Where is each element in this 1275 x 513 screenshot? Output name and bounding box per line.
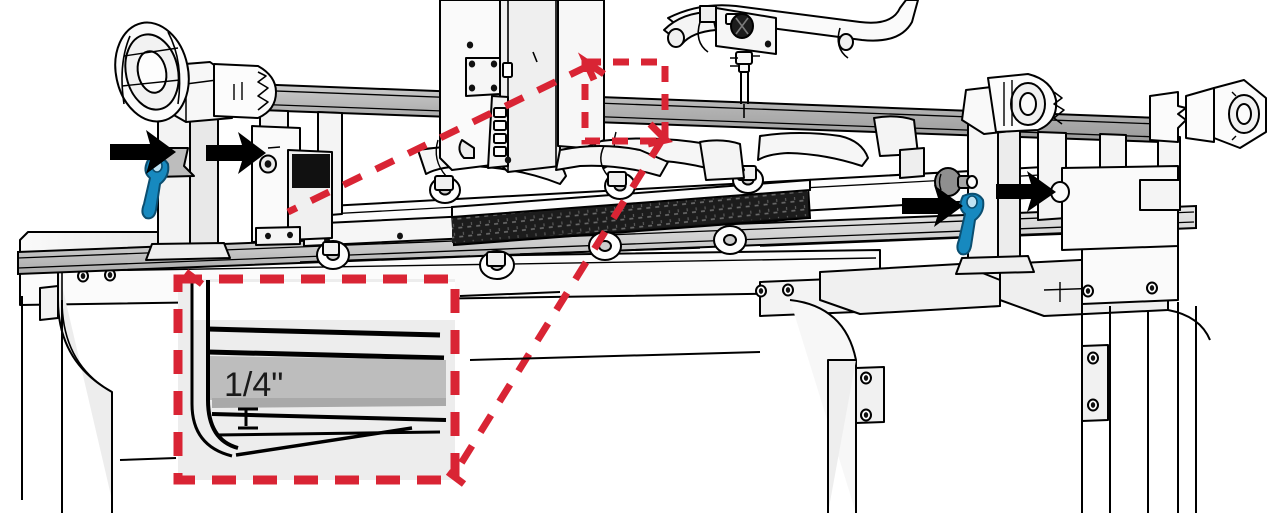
dimension-tick <box>238 407 258 430</box>
magnified-rail-line-4 <box>215 430 441 437</box>
magnified-gap-shadow <box>212 398 446 408</box>
rail-end-cap <box>1149 79 1267 149</box>
right-upright-foot <box>955 255 1035 275</box>
magnified-detail-content: 1/4" <box>178 279 455 480</box>
magnified-gap-band <box>210 356 446 402</box>
machine-column-right <box>557 0 605 149</box>
bracket-dark-inset <box>292 154 330 188</box>
magnified-corner-tick-br <box>445 469 467 487</box>
magnified-detail-box <box>173 274 460 485</box>
needle-clamp <box>735 51 753 65</box>
arrow-left-outer <box>110 130 176 174</box>
arrow-right-lever <box>902 185 963 227</box>
magnified-apron-edge <box>206 280 239 450</box>
carriage-wheel <box>713 225 747 255</box>
gusset-tab-left <box>39 285 59 321</box>
panel-screw <box>397 232 403 240</box>
arm-pivot <box>667 28 685 48</box>
table-leg-right-1 <box>827 359 856 513</box>
magnified-rail-line-top <box>207 326 441 338</box>
magnified-rail-line-2 <box>207 349 445 361</box>
machine-head <box>439 0 669 177</box>
rail-collar-left <box>213 63 277 119</box>
arrow-left-inner <box>206 132 266 174</box>
clamp-lever-left[interactable] <box>141 156 170 220</box>
clamp-lever-right[interactable] <box>956 192 985 256</box>
apron-line-long <box>469 351 761 361</box>
detail-measurement-label: 1/4" <box>224 366 283 404</box>
apron-line-right-of-box <box>459 291 561 297</box>
left-upright-post-back <box>189 117 219 250</box>
handwheel-left[interactable] <box>106 16 197 129</box>
panel-port-strip <box>487 95 509 169</box>
machine-head-base <box>555 145 669 177</box>
magnified-rail-line-3 <box>211 412 447 422</box>
leader-line-lower <box>449 138 665 480</box>
bar-top-chamfer <box>451 178 811 219</box>
arm-pivot-right <box>838 33 854 51</box>
source-detail-box <box>581 58 669 145</box>
arrow-right-outer <box>996 171 1056 212</box>
needle-assembly <box>730 51 760 118</box>
rail-collar-right <box>987 73 1065 133</box>
head-leg-left <box>699 139 745 181</box>
leg-line-left-low <box>119 457 177 461</box>
carriage-saddle-3 <box>757 132 869 167</box>
machine-arm <box>663 0 919 59</box>
apron-highlight-line <box>19 257 877 273</box>
magnified-apron-edge-2 <box>190 280 233 458</box>
annotation-arrows <box>110 130 1056 227</box>
corner-gusset-right <box>789 299 857 513</box>
magnified-corner-tick-tl <box>183 269 205 287</box>
head-support-legs <box>699 115 925 181</box>
needle-bar <box>740 72 749 104</box>
right-vertical-panel <box>1081 241 1179 305</box>
magnified-bottom-edge <box>235 426 413 457</box>
callout-annotations <box>173 52 673 487</box>
rail-bracket-left <box>251 125 333 246</box>
right-riser-block <box>1139 179 1181 211</box>
leader-line-upper <box>286 62 590 216</box>
foreground-detail-lines <box>119 291 761 461</box>
left-upright-post <box>157 111 191 255</box>
end-cap-knurl <box>1149 91 1187 143</box>
panel-switch <box>502 62 513 78</box>
left-upright-foot <box>145 242 231 261</box>
cable-connector <box>458 139 475 159</box>
